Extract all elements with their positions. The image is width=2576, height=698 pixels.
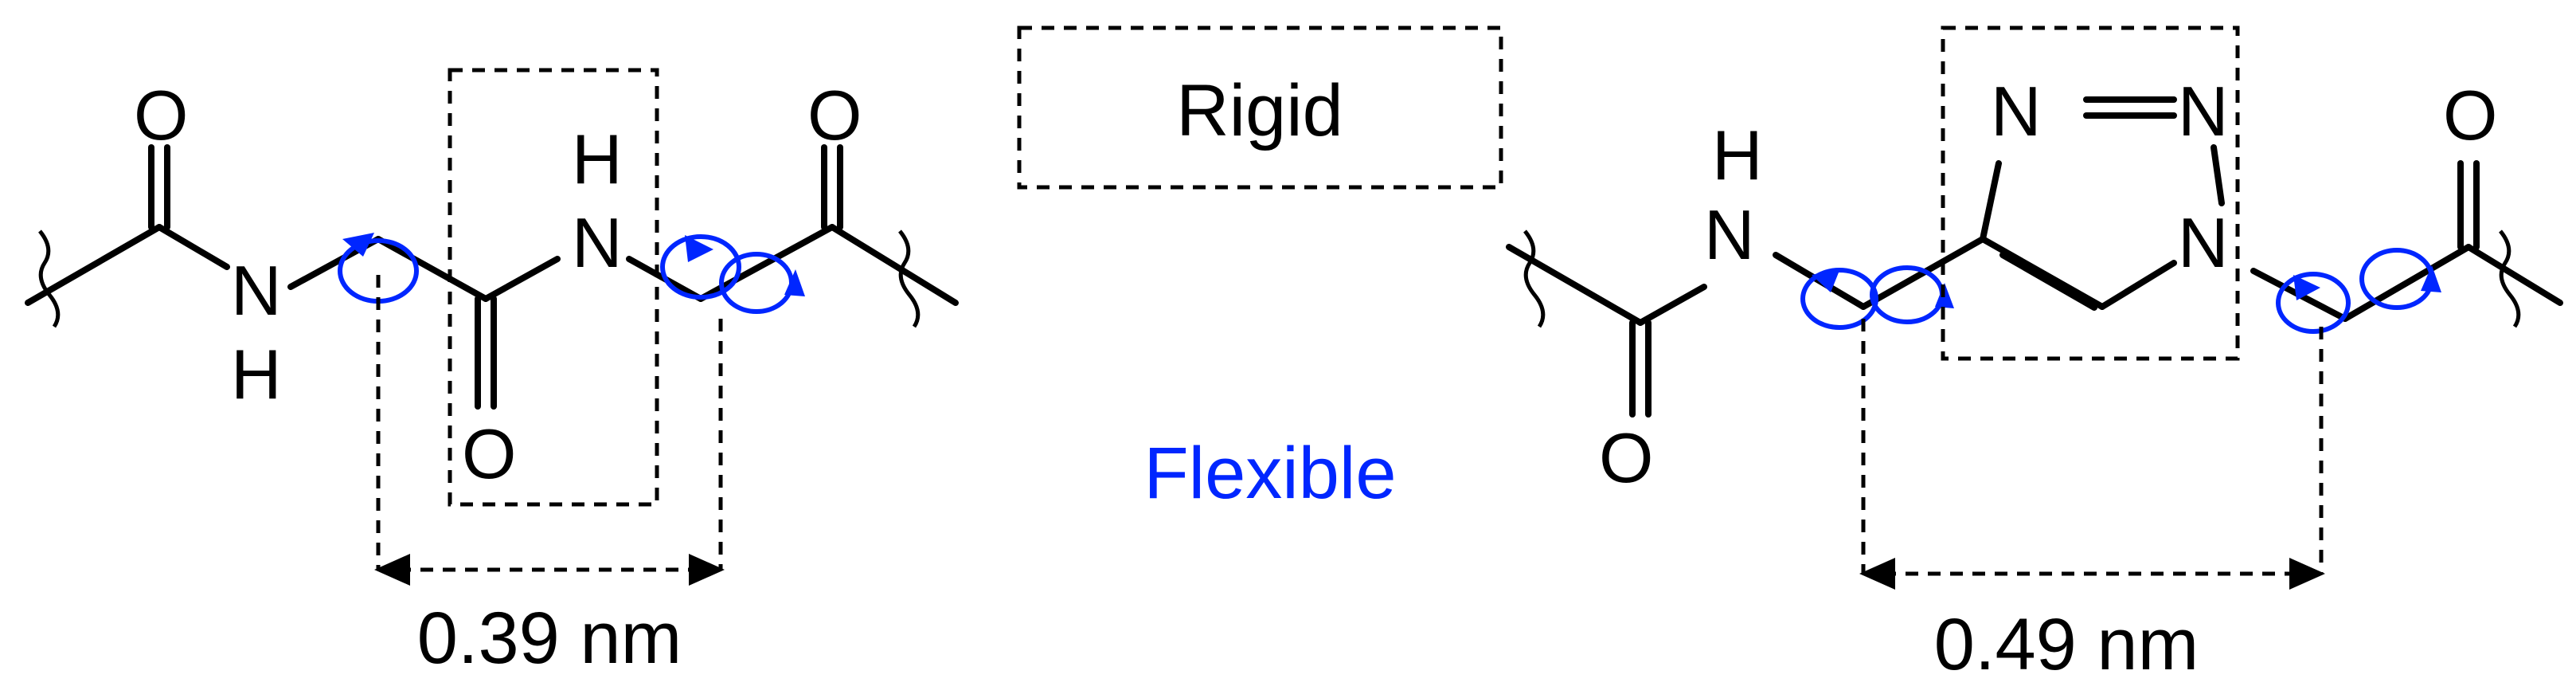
atom-n-5: N	[2178, 72, 2229, 151]
atom-h-1: H	[231, 335, 282, 414]
right-wavy-cut	[2499, 229, 2521, 328]
atom-o-4: O	[1599, 418, 1653, 497]
left-distance-guide	[374, 275, 725, 586]
right-distance-guide	[1859, 319, 2325, 590]
left-wavy-cut	[38, 229, 61, 328]
rigid-label: Rigid	[1176, 70, 1343, 151]
atom-o-3: O	[807, 76, 862, 155]
left-distance-label: 0.39 nm	[417, 598, 682, 679]
left-peptide-structure: O N H O H N O	[25, 76, 959, 493]
atom-h-2: H	[572, 120, 623, 198]
right-rotation-markers	[1800, 248, 2441, 334]
left-amide-box	[448, 68, 659, 507]
atom-o-2: O	[462, 414, 516, 493]
right-distance-label: 0.49 nm	[1934, 604, 2199, 685]
atom-n-1: N	[231, 251, 282, 330]
atom-n-2: N	[572, 203, 623, 282]
atom-o-5: O	[2443, 76, 2497, 155]
rigid-label-box	[1017, 25, 1503, 190]
atom-o-1: O	[134, 76, 188, 155]
left-wavy-cut-right-structure	[1523, 229, 1546, 328]
atom-n-4: N	[1991, 72, 2042, 151]
right-triazole-structure: O H N N N N O	[1506, 72, 2563, 497]
right-wavy-cut-left-structure	[898, 229, 921, 328]
atom-h-3: H	[1712, 116, 1763, 194]
atom-n-3: N	[1704, 195, 1755, 274]
flexible-label: Flexible	[1143, 433, 1396, 514]
atom-n-6: N	[2178, 203, 2229, 282]
